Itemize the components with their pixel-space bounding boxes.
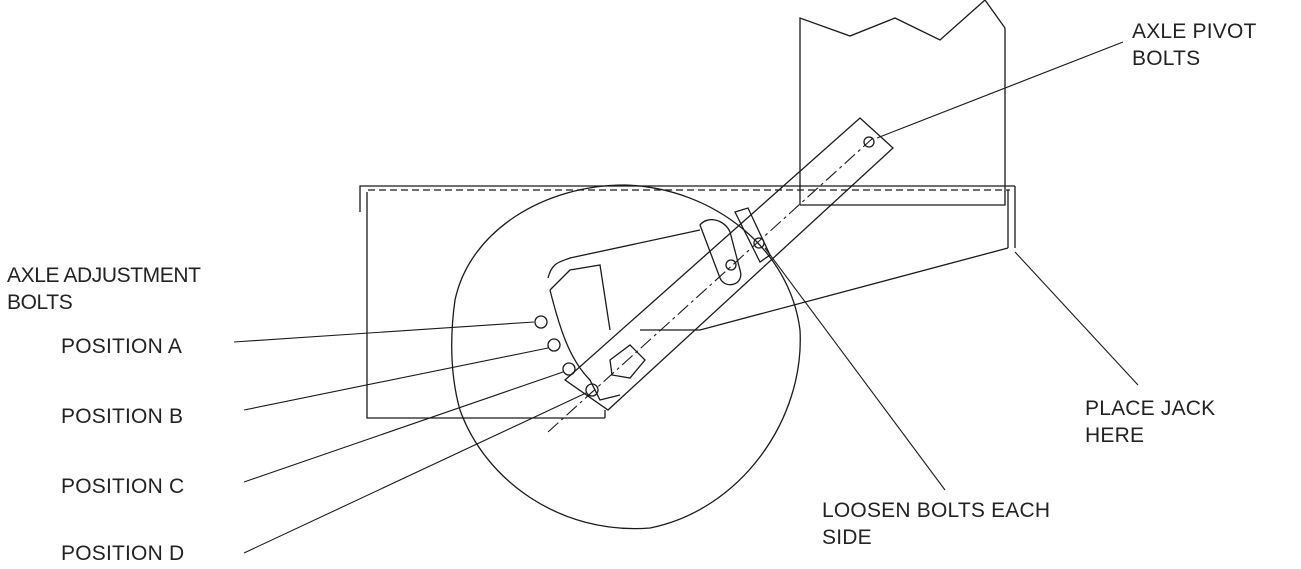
label-place-jack-here: PLACE JACK HERE bbox=[1085, 395, 1215, 449]
label-loosen-bolts: LOOSEN BOLTS EACH SIDE bbox=[822, 497, 1050, 551]
label-position-c: POSITION C bbox=[61, 475, 185, 498]
leader-position-c bbox=[243, 371, 564, 483]
wheel bbox=[451, 184, 801, 530]
label-axle-adjustment-line2: BOLTS bbox=[7, 291, 73, 314]
leader-axle-pivot bbox=[876, 41, 1124, 139]
axle-arm bbox=[534, 117, 1009, 433]
label-loosen-bolts-line2: SIDE bbox=[822, 526, 872, 549]
frame-post bbox=[799, 0, 1006, 206]
leader-lines bbox=[233, 41, 1139, 554]
label-axle-pivot-line2: BOLTS bbox=[1132, 47, 1201, 70]
label-position-d: POSITION D bbox=[61, 542, 185, 565]
leader-position-a bbox=[233, 321, 535, 343]
frame-rail bbox=[359, 185, 1016, 419]
leader-position-b bbox=[243, 347, 549, 411]
label-loosen-bolts-line1: LOOSEN BOLTS EACH bbox=[822, 499, 1051, 522]
label-axle-pivot-bolts: AXLE PIVOT BOLTS bbox=[1132, 18, 1257, 72]
leader-position-d bbox=[243, 392, 587, 554]
label-axle-pivot-line1: AXLE PIVOT bbox=[1132, 20, 1257, 43]
label-axle-adjustment-line1: AXLE ADJUSTMENT bbox=[7, 264, 201, 287]
label-place-jack-line1: PLACE JACK bbox=[1085, 397, 1216, 420]
label-place-jack-line2: HERE bbox=[1085, 424, 1145, 447]
label-position-a: POSITION A bbox=[61, 335, 183, 358]
label-axle-adjustment-bolts: AXLE ADJUSTMENT BOLTS bbox=[7, 262, 201, 316]
label-position-b: POSITION B bbox=[61, 405, 184, 428]
leader-loosen-bolts bbox=[764, 247, 946, 491]
leader-place-jack bbox=[1014, 251, 1139, 386]
